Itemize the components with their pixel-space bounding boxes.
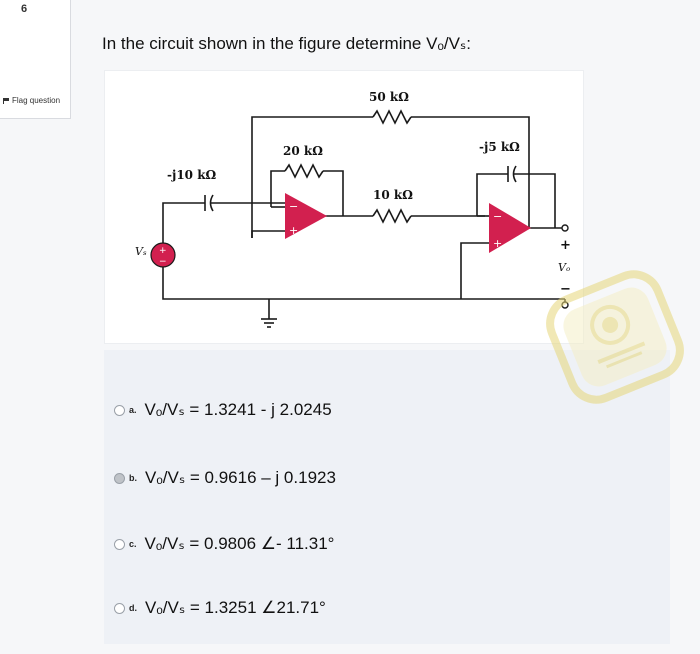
output-label: Vₒ [558,261,570,274]
question-text: In the circuit shown in the figure deter… [102,34,471,53]
radio-option-a[interactable] [114,404,125,416]
option-b-text: Vₒ/Vₛ = 0.9616 – j 0.1923 [145,468,336,487]
opamp-1 [285,193,327,239]
question-info-panel: 6 Flag question [0,0,71,119]
answer-option-b[interactable]: b. Vₒ/Vₛ = 0.9616 – j 0.1923 [114,468,336,488]
answer-option-a[interactable]: a. Vₒ/Vₛ = 1.3241 - j 2.0245 [114,400,332,420]
watermark-seal [546,270,684,404]
resistor-20k [284,163,324,179]
answer-options: a. Vₒ/Vₛ = 1.3241 - j 2.0245 b. Vₒ/Vₛ = … [104,350,670,644]
voltage-source [150,242,176,268]
source-plus: + [159,246,167,256]
output-terminal-plus [561,224,569,232]
radio-option-d[interactable] [114,602,125,614]
label-j10k: -j10 kΩ [167,168,217,182]
flag-question-label: Flag question [12,96,61,105]
wire-bottom-rail [162,267,565,300]
option-a-letter: a. [129,405,137,415]
option-c-text: Vₒ/Vₛ = 0.9806 ∠- 11.31° [144,534,335,553]
label-10k: 10 kΩ [373,188,413,202]
radio-option-c[interactable] [114,538,125,550]
wire-top-right [411,116,530,228]
opamp1-plus-sign: + [289,224,298,237]
opamp1-minus-sign: − [289,200,298,213]
resistor-10k [372,208,412,224]
circuit-figure: − + − + + − Vₛ + − Vₒ 50 kΩ 20 kΩ 10 kΩ … [104,70,584,344]
opamp-2 [489,203,531,253]
option-b-letter: b. [129,473,137,483]
wire-opamp1-noninv [251,230,285,238]
wire-cap1-left [162,202,205,239]
question-number: 6 [21,3,28,15]
wire-cap2-left [476,173,508,216]
question-number-row: 6 [3,3,27,17]
opamp2-minus-sign: − [493,210,502,223]
flag-icon [3,98,10,104]
label-j5k: -j5 kΩ [479,140,520,154]
label-20k: 20 kΩ [283,144,323,158]
wire-20k-right [323,170,344,216]
option-a-text: Vₒ/Vₛ = 1.3241 - j 2.0245 [144,400,332,419]
wire-opamp2-noninv [460,242,489,299]
output-minus-label: − [560,282,571,297]
option-c-letter: c. [129,539,137,549]
circuit-diagram: − + − + + − Vₛ + − Vₒ 50 kΩ 20 kΩ 10 kΩ … [135,90,571,328]
wire-top-left [251,116,373,238]
answer-option-c[interactable]: c. Vₒ/Vₛ = 0.9806 ∠- 11.31° [114,534,334,554]
flag-question-link[interactable]: Flag question [3,96,60,106]
output-plus-label: + [560,238,571,253]
label-50k: 50 kΩ [369,90,409,104]
opamp2-plus-sign: + [493,237,502,250]
resistor-50k [372,109,412,125]
option-d-text: Vₒ/Vₛ = 1.3251 ∠21.71° [145,598,326,617]
answer-option-d[interactable]: d. Vₒ/Vₛ = 1.3251 ∠21.71° [114,598,326,618]
wire-20k-left [270,170,285,207]
capacitor-j5k-plate2 [512,165,517,183]
option-d-letter: d. [129,603,137,613]
capacitor-j10k-plate2 [209,194,214,212]
wire-cap2-right [514,173,556,228]
source-minus: − [159,257,167,267]
source-label: Vₛ [135,245,147,258]
radio-option-b[interactable] [114,472,125,484]
